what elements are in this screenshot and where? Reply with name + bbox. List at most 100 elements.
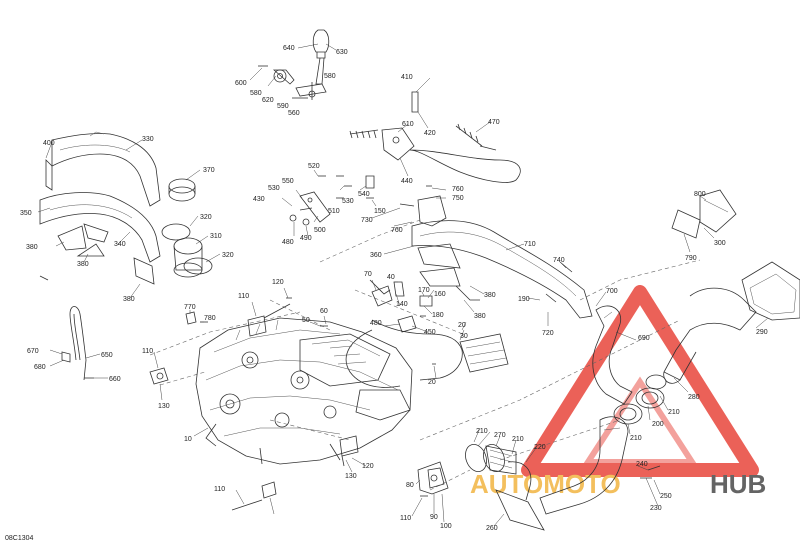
- part-label: 280: [688, 394, 700, 401]
- heat-shields-left: [39, 223, 155, 285]
- part-label: 380: [77, 261, 89, 268]
- alignment-lines: [149, 219, 701, 491]
- part-label: 10: [184, 436, 192, 443]
- part-label: 500: [314, 227, 326, 234]
- part-label: 740: [553, 257, 565, 264]
- watermark-word1: AUTOMOTO: [470, 469, 621, 499]
- part-label: 320: [222, 252, 234, 259]
- part-label: 730: [361, 217, 373, 224]
- part-label: 490: [300, 235, 312, 242]
- part-label: 760: [452, 186, 464, 193]
- part-label: 710: [524, 241, 536, 248]
- shift-lever-assembly: [258, 29, 330, 100]
- part-label: 100: [440, 523, 452, 530]
- part-label: 670: [27, 348, 39, 355]
- wiring-harness: [345, 281, 509, 388]
- part-label: 800: [694, 191, 706, 198]
- part-label: 220: [534, 444, 546, 451]
- part-label: 420: [424, 130, 436, 137]
- part-label: 170: [418, 287, 430, 294]
- intake-funnel: [663, 261, 800, 384]
- part-label: 700: [606, 288, 618, 295]
- part-label: 140: [396, 301, 408, 308]
- part-label: 120: [272, 279, 284, 286]
- part-label: 340: [114, 241, 126, 248]
- part-label: 370: [203, 167, 215, 174]
- part-label: 260: [486, 525, 498, 532]
- part-label: 110: [142, 348, 153, 355]
- part-label: 650: [101, 352, 113, 359]
- part-label: 680: [34, 364, 46, 371]
- part-label: 110: [400, 515, 411, 522]
- part-label: 180: [432, 312, 444, 319]
- part-label: 750: [452, 195, 464, 202]
- part-label: 120: [362, 463, 374, 470]
- part-label: 240: [636, 461, 648, 468]
- part-label: 30: [460, 333, 468, 340]
- shift-cable-assembly: [349, 91, 521, 183]
- part-label: 90: [430, 514, 438, 521]
- part-label: 80: [406, 482, 414, 489]
- air-intake-duct-upper: [45, 131, 161, 207]
- part-label: 20: [428, 379, 436, 386]
- air-intake-duct-lower: [39, 192, 161, 263]
- part-label: 580: [250, 90, 262, 97]
- part-label: 610: [402, 121, 414, 128]
- part-label: 110: [238, 293, 249, 300]
- part-label: 320: [200, 214, 212, 221]
- part-label: 480: [282, 239, 294, 246]
- part-label: 40: [387, 274, 395, 281]
- watermark-word2: HUB: [710, 469, 766, 499]
- part-label: 660: [109, 376, 121, 383]
- part-label: 530: [268, 185, 280, 192]
- part-label: 50: [302, 317, 310, 324]
- duct-clamps: [161, 178, 213, 278]
- part-label: 310: [210, 233, 222, 240]
- part-label: 210: [476, 428, 488, 435]
- vent-hose: [61, 306, 94, 381]
- part-label: 380: [26, 244, 38, 251]
- part-label: 380: [123, 296, 135, 303]
- part-label: 190: [518, 296, 530, 303]
- part-label: 300: [714, 240, 726, 247]
- part-label: 550: [282, 178, 294, 185]
- part-label: 20: [458, 322, 466, 329]
- throttle-bracket: [417, 461, 449, 497]
- part-label: 400: [43, 140, 55, 147]
- watermark-logo: AUTOMOTO HUB: [470, 285, 766, 499]
- part-label: 60: [320, 308, 328, 315]
- part-label: 590: [277, 103, 289, 110]
- part-label: 470: [488, 119, 500, 126]
- part-label: 630: [336, 49, 348, 56]
- engine-assembly: [195, 317, 413, 465]
- airbox-inlet: [671, 189, 737, 239]
- part-label: 110: [214, 486, 225, 493]
- part-label: 130: [158, 403, 170, 410]
- part-label: 290: [756, 329, 768, 336]
- part-label: 790: [685, 255, 697, 262]
- part-label: 760: [391, 227, 403, 234]
- part-label: 560: [288, 110, 300, 117]
- part-label: 600: [235, 80, 247, 87]
- part-label: 270: [494, 432, 506, 439]
- part-label: 380: [474, 313, 486, 320]
- part-label: 690: [638, 335, 650, 342]
- leader-lines: [37, 43, 769, 527]
- part-label: 780: [204, 315, 216, 322]
- part-label: 150: [374, 208, 386, 215]
- part-labels: 640 630 600 580 620 590 560 580 410 420 …: [20, 45, 768, 532]
- part-label: 70: [364, 271, 372, 278]
- part-label: 640: [283, 45, 295, 52]
- bracket-cluster: [289, 175, 375, 226]
- part-label: 580: [324, 73, 336, 80]
- part-label: 250: [660, 493, 672, 500]
- part-label: 530: [342, 198, 354, 205]
- part-label: 200: [652, 421, 664, 428]
- engine-hardware: [149, 279, 391, 511]
- muffler-duct: [399, 185, 593, 319]
- part-label: 720: [542, 330, 554, 337]
- part-label: 410: [401, 74, 413, 81]
- part-label: 620: [262, 97, 274, 104]
- part-label: 230: [650, 505, 662, 512]
- part-label: 210: [668, 409, 680, 416]
